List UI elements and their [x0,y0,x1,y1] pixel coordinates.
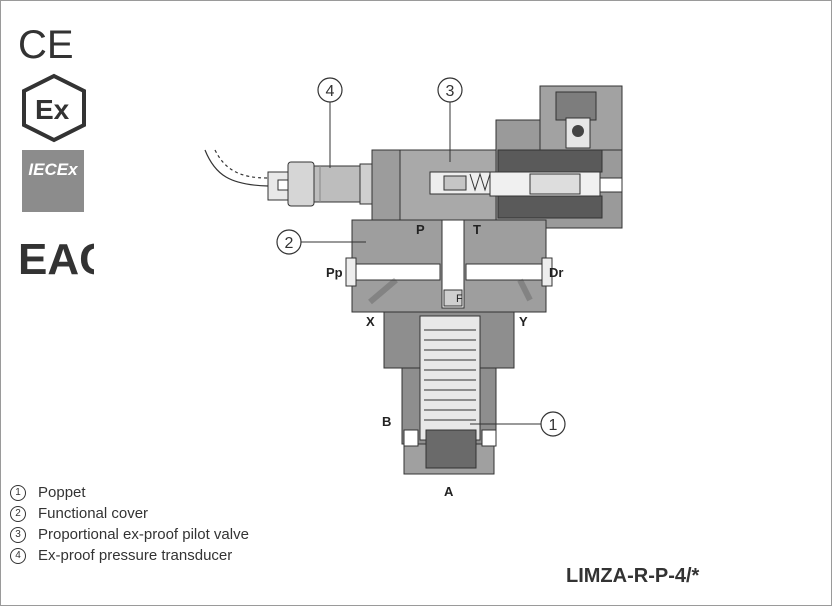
port-dr-label: Dr [549,265,563,280]
callout-1: 1 [470,411,566,437]
port-a-label: A [444,484,454,499]
port-t-label: T [473,222,481,237]
port-pp-label: Pp [326,265,343,280]
poppet-spring [424,329,476,421]
legend-label: Ex-proof pressure transducer [38,547,233,564]
port-p-label: P [416,222,425,237]
port-b-label: B [382,414,391,429]
callout-3: 3 [437,77,463,162]
legend-item: 4 Ex-proof pressure transducer [10,545,249,566]
cartridge-body [383,311,515,475]
callout-3-text: 3 [446,83,455,100]
legend-label: Functional cover [38,505,149,522]
callout-2-text: 2 [285,235,294,252]
legend: 1 Poppet 2 Functional cover 3 Proportion… [10,482,249,566]
eac-mark-text: EAC [18,235,94,282]
legend-number: 2 [10,505,26,522]
model-code: LIMZA-R-P-4/* [566,565,700,587]
transducer-cable [204,149,269,187]
port-y-label: Y [519,314,528,329]
ex-mark-text: Ex [35,94,70,125]
callout-4: 4 [317,77,343,168]
port-x-label: X [366,314,375,329]
ce-mark: CE [18,23,74,67]
pilot-valve [371,85,623,229]
legend-label: Proportional ex-proof pilot valve [38,526,249,543]
functional-cover [345,219,553,327]
legend-number: 1 [10,484,26,501]
port-f-label: F [456,293,463,305]
pressure-transducer [267,161,405,207]
ce-mark-text: CE [18,23,74,67]
legend-number: 3 [10,526,26,543]
legend-item: 1 Poppet [10,482,249,503]
ex-mark: Ex [22,73,86,143]
iecex-mark: IECEx [22,150,84,212]
legend-item: 3 Proportional ex-proof pilot valve [10,524,249,545]
iecex-mark-text: IECEx [28,160,78,179]
legend-number: 4 [10,547,26,564]
legend-item: 2 Functional cover [10,503,249,524]
callout-1-text: 1 [549,417,558,434]
callout-2: 2 [276,229,366,255]
callout-4-text: 4 [326,83,335,100]
legend-label: Poppet [38,484,86,501]
eac-mark: EAC [18,235,94,282]
